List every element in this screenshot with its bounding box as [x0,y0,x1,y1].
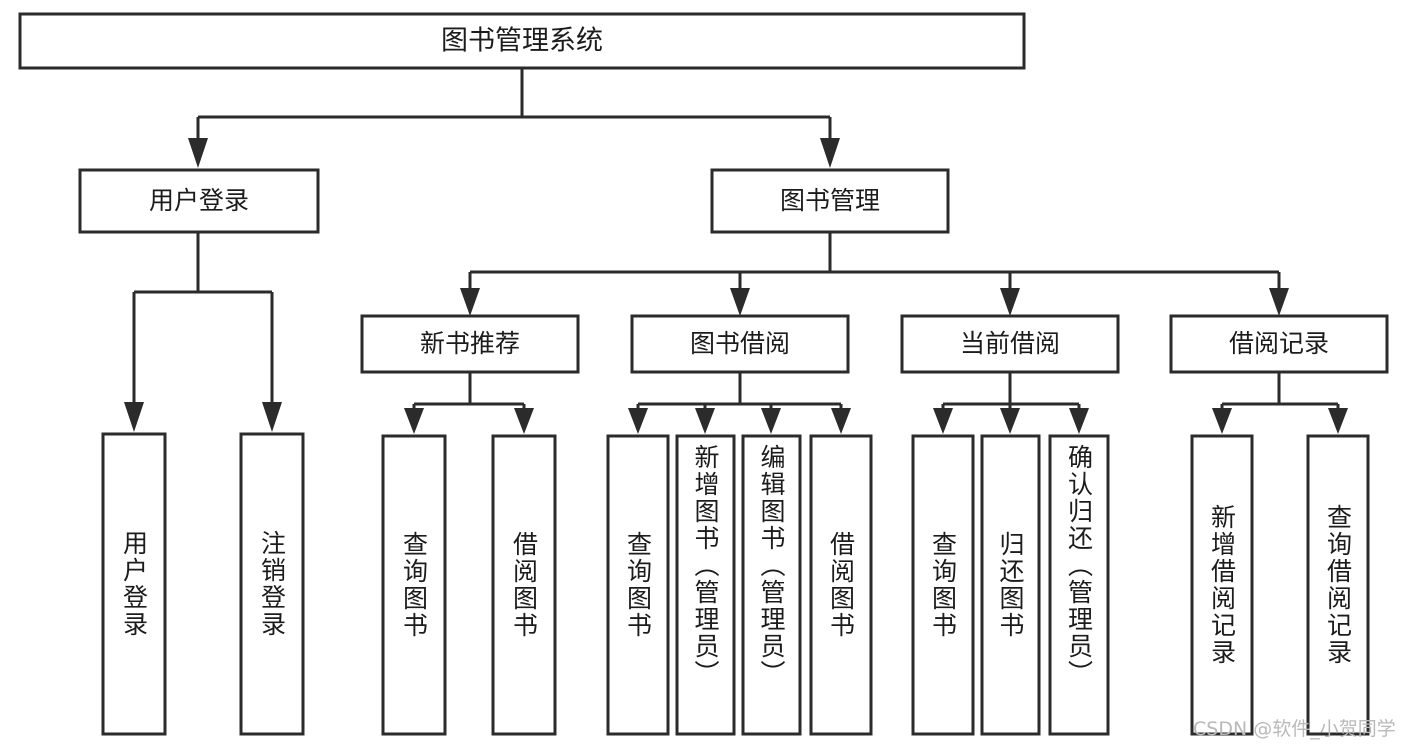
leaf-borrow-record-1-box[interactable] [1190,434,1254,736]
node-new-book-recommend-label: 新书推荐 [420,329,520,358]
node-current-borrow-label: 当前借阅 [960,329,1060,358]
leaf-user-login-2-box[interactable] [239,432,305,736]
arrowhead-leaf-bookborrow-2 [695,408,715,434]
arrowhead-leaf-borrowrecord-2 [1328,408,1348,434]
node-root[interactable]: 图书管理系统 [18,12,1026,70]
arrowhead-leaf-bookborrow-1 [628,408,648,434]
leaf-current-borrow-2[interactable]: 归还图书 [980,434,1041,736]
node-book-borrow-label: 图书借阅 [690,329,790,358]
leaf-current-borrow-3-box[interactable] [1048,434,1110,736]
leaf-book-borrow-3-box[interactable] [741,434,802,736]
arrowhead-current-borrow [1000,288,1020,316]
arrowhead-leaf-newbook-2 [514,408,534,434]
node-book-management-box[interactable] [710,168,950,234]
leaf-current-borrow-1-box[interactable] [911,434,975,736]
leaf-book-borrow-2-label: 新增图书（管理员） [691,444,720,687]
leaf-book-borrow-1[interactable]: 查询图书 [606,434,670,736]
leaf-new-book-recommend-2[interactable]: 借阅图书 [491,434,557,736]
node-current-borrow[interactable]: 当前借阅 [900,314,1120,374]
node-root-label: 图书管理系统 [441,26,603,57]
leaf-book-borrow-3-label: 编辑图书（管理员） [757,444,786,687]
node-new-book-recommend-box[interactable] [360,314,580,374]
leaf-user-login-1[interactable]: 用户登录 [101,432,167,736]
leaf-book-borrow-2[interactable]: 新增图书（管理员） [675,434,736,736]
leaf-book-borrow-4-label: 借阅图书 [826,531,856,639]
leaf-book-borrow-1-box[interactable] [606,434,670,736]
leaf-book-borrow-1-label: 查询图书 [623,531,653,639]
leaf-book-borrow-4[interactable]: 借阅图书 [809,434,873,736]
leaf-current-borrow-1[interactable]: 查询图书 [911,434,975,736]
arrowhead-leaf-currentborrow-3 [1069,408,1089,434]
leaf-new-book-recommend-1[interactable]: 查询图书 [381,434,447,736]
leaf-borrow-record-2-label: 查询借阅记录 [1323,504,1353,666]
node-borrow-record-box[interactable] [1169,314,1389,374]
arrowhead-leaf-user-login-1 [124,402,144,432]
csdn-watermark: CSDN @软件_小贺同学 [1193,718,1396,740]
leaf-user-login-2-label: 注销登录 [257,530,287,638]
node-book-borrow[interactable]: 图书借阅 [630,314,850,374]
leaf-borrow-record-1-label: 新增借阅记录 [1207,504,1237,666]
node-current-borrow-box[interactable] [900,314,1120,374]
node-book-borrow-box[interactable] [630,314,850,374]
node-user-login-box[interactable] [78,168,320,234]
arrowhead-leaf-bookborrow-3 [761,408,781,434]
arrowhead-new-book-recommend [460,288,480,316]
leaf-current-borrow-2-label: 归还图书 [996,531,1025,639]
leaf-new-book-recommend-2-box[interactable] [491,434,557,736]
leaf-current-borrow-2-box[interactable] [980,434,1041,736]
arrowhead-leaf-currentborrow-2 [1000,408,1020,434]
leaf-new-book-recommend-2-label: 借阅图书 [509,531,539,639]
leaf-user-login-1-box[interactable] [101,432,167,736]
node-borrow-record[interactable]: 借阅记录 [1169,314,1389,374]
leaf-new-book-recommend-1-box[interactable] [381,434,447,736]
node-book-management[interactable]: 图书管理 [710,168,950,234]
leaf-book-borrow-2-box[interactable] [675,434,736,736]
leaf-user-login-2[interactable]: 注销登录 [239,432,305,736]
arrowhead-leaf-borrowrecord-1 [1212,408,1232,434]
leaf-book-borrow-4-box[interactable] [809,434,873,736]
arrowhead-leaf-newbook-1 [404,408,424,434]
leaf-current-borrow-1-label: 查询图书 [928,531,958,639]
connectors [124,68,1348,434]
leaf-borrow-record-2-box[interactable] [1306,434,1370,736]
node-user-login[interactable]: 用户登录 [78,168,320,234]
node-new-book-recommend[interactable]: 新书推荐 [360,314,580,374]
arrowhead-book-mgmt [820,138,840,168]
arrowhead-leaf-user-login-2 [262,402,282,432]
node-user-login-label: 用户登录 [149,186,249,215]
leaf-book-borrow-3[interactable]: 编辑图书（管理员） [741,434,802,736]
leaf-borrow-record-1[interactable]: 新增借阅记录 [1190,434,1254,736]
leaf-current-borrow-3[interactable]: 确认归还（管理员） [1048,434,1110,736]
arrowhead-leaf-currentborrow-1 [933,408,953,434]
leaf-user-login-1-label: 用户登录 [119,530,149,638]
leaf-current-borrow-3-label: 确认归还（管理员） [1064,444,1094,687]
leaf-new-book-recommend-1-label: 查询图书 [399,531,429,639]
arrowhead-leaf-bookborrow-4 [831,408,851,434]
arrowhead-user-login [188,138,208,168]
arrowhead-borrow-record [1269,288,1289,316]
node-book-management-label: 图书管理 [780,186,880,215]
node-borrow-record-label: 借阅记录 [1229,329,1329,358]
node-root-box[interactable] [18,12,1026,70]
arrowhead-book-borrow [730,288,750,316]
leaf-borrow-record-2[interactable]: 查询借阅记录 [1306,434,1370,736]
